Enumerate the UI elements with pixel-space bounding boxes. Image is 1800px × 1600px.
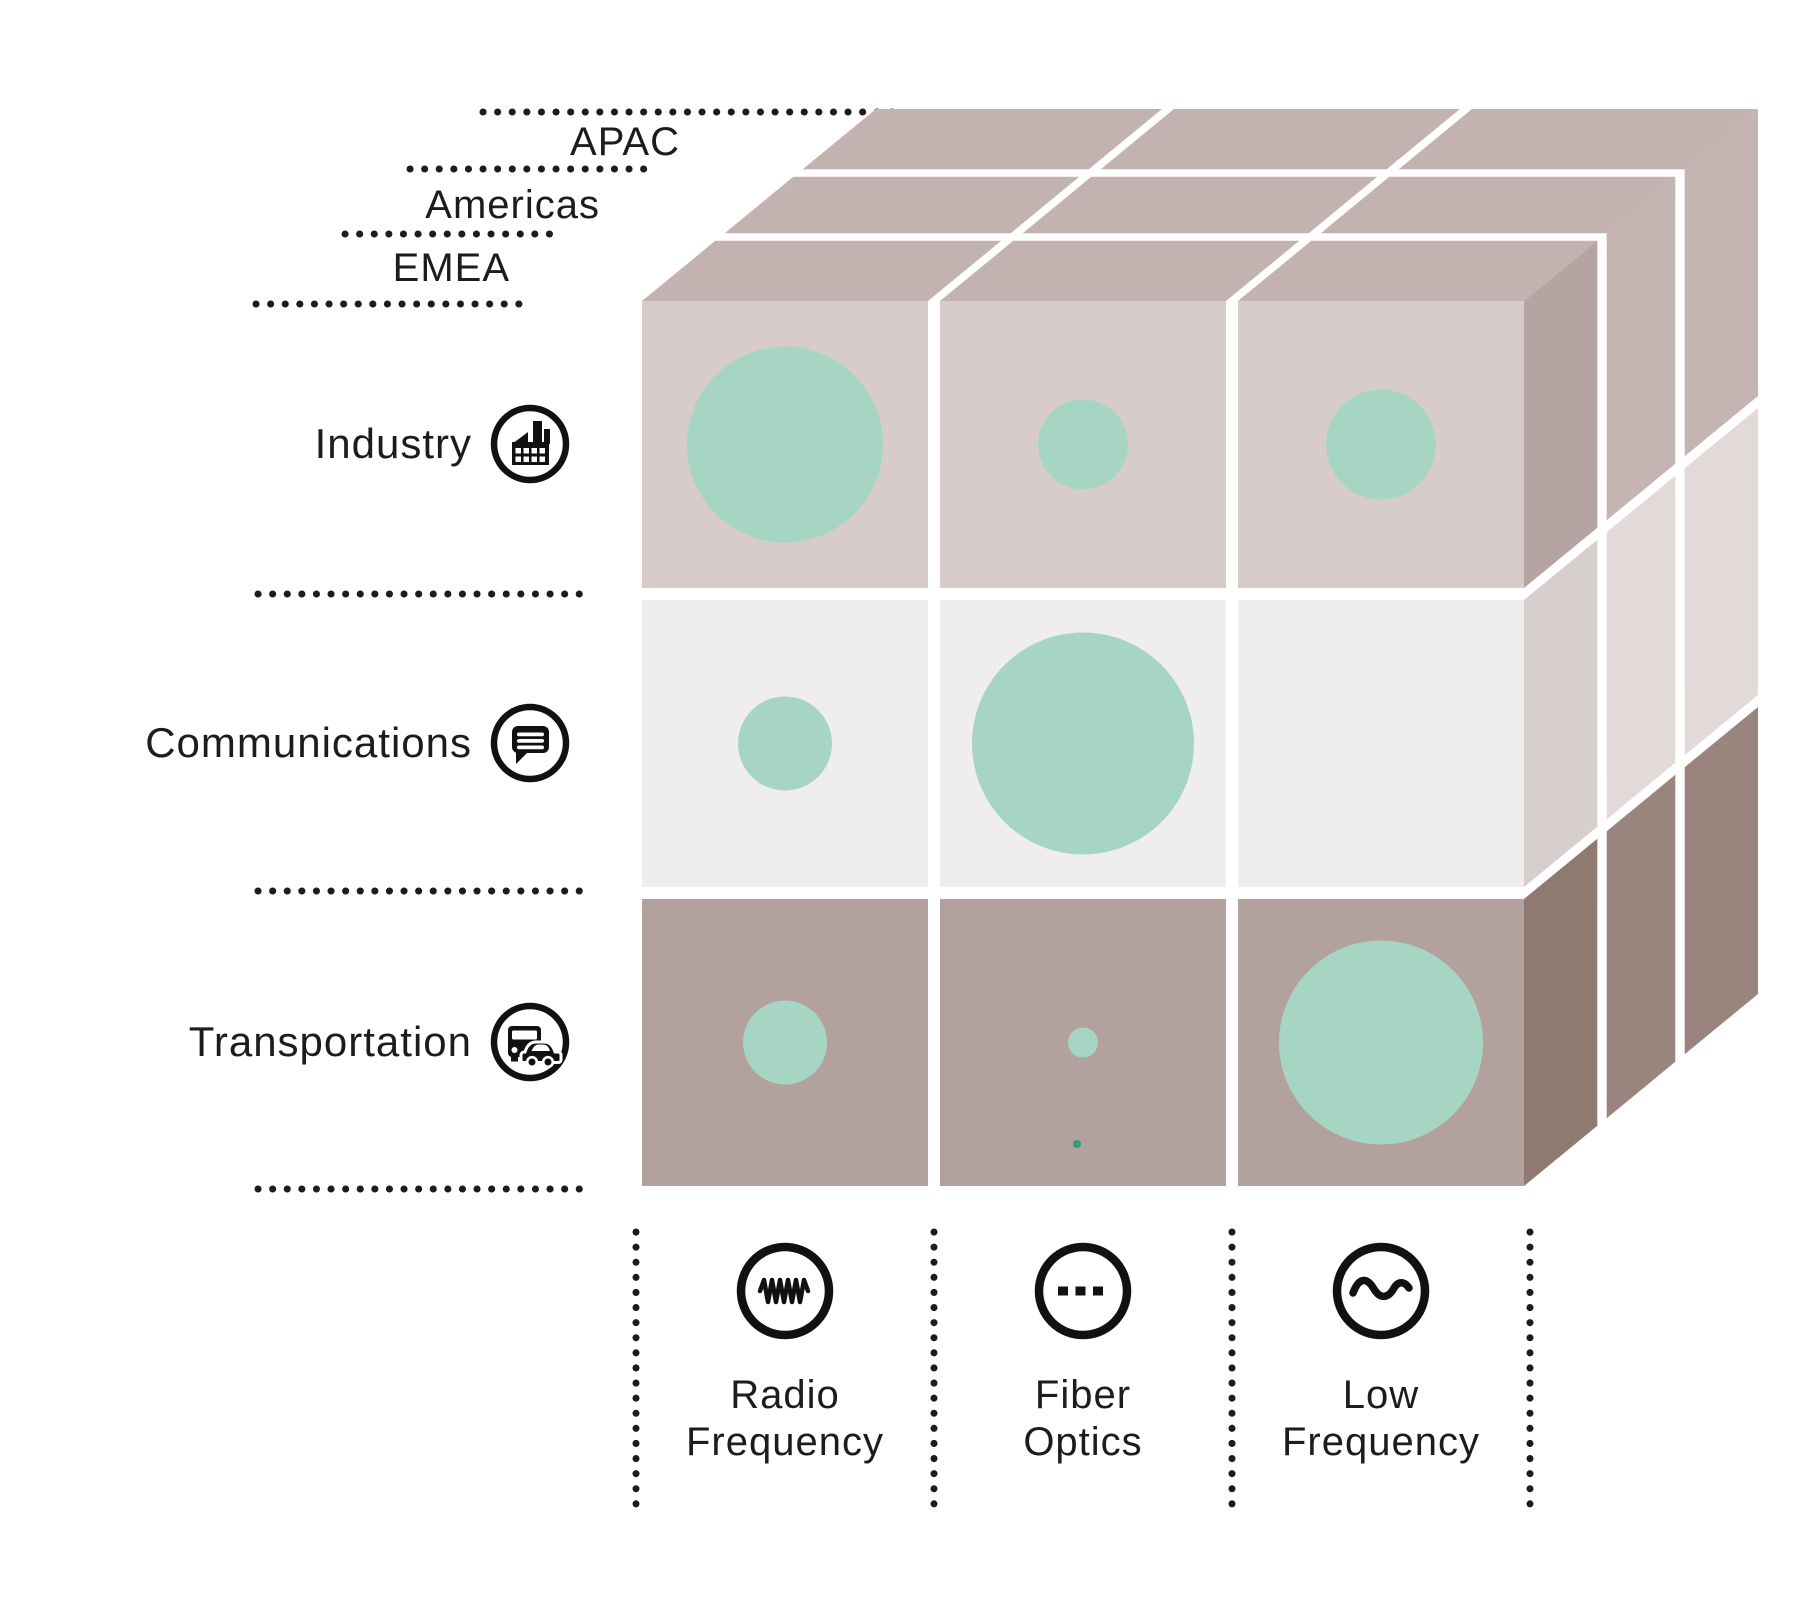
top-tile-americas-radio-frequency: [724, 176, 1080, 234]
cube-layers: [642, 109, 1758, 1186]
top-tile-apac-radio-frequency: [802, 109, 1162, 170]
region-label-emea: EMEA: [392, 246, 510, 290]
bubble-transportation-radio-frequency: [743, 1000, 827, 1085]
side-band-apac-communications: [1684, 408, 1758, 756]
side-band-americas-industry: [1606, 176, 1676, 521]
side-band-apac-industry: [1684, 109, 1758, 457]
chat-bubble-icon: [490, 703, 570, 783]
side-band-apac-transportation: [1684, 707, 1758, 1055]
bus-car-icon: [490, 1002, 570, 1082]
sine-wave-icon: [1332, 1242, 1430, 1340]
bubble-communications-radio-frequency: [738, 696, 832, 791]
top-tile-americas-fiber-optics: [1022, 176, 1378, 234]
side-band-emea-industry: [1524, 240, 1598, 589]
top-tile-emea-low-frequency: [1238, 240, 1598, 301]
column-label-fiber-optics: Fiber Optics: [1023, 1373, 1143, 1464]
region-label-apac: APAC: [570, 120, 680, 164]
bubble-transportation-fiber-optics: [1068, 1027, 1098, 1058]
top-tile-apac-low-frequency: [1398, 109, 1758, 170]
bubble-industry-fiber-optics: [1038, 399, 1128, 490]
row-label-transportation: Transportation: [188, 1018, 472, 1065]
bubble-communications-fiber-optics: [972, 632, 1194, 855]
side-band-americas-communications: [1606, 475, 1676, 820]
bubble-industry-radio-frequency: [687, 346, 883, 543]
side-band-emea-transportation: [1524, 838, 1598, 1186]
row-label-industry: Industry: [314, 420, 472, 467]
radio-frequency-wave-icon: [736, 1242, 834, 1340]
top-tile-americas-low-frequency: [1320, 176, 1676, 234]
micro-dot-transportation-fiber-optics: [1073, 1140, 1081, 1148]
top-tile-apac-fiber-optics: [1100, 109, 1460, 170]
side-band-emea-communications: [1524, 539, 1598, 887]
column-label-radio-frequency: Radio Frequency: [686, 1373, 884, 1464]
side-band-americas-transportation: [1606, 774, 1676, 1119]
region-label-americas: Americas: [425, 183, 600, 227]
bubble-industry-low-frequency: [1326, 389, 1436, 500]
row-label-communications: Communications: [145, 719, 472, 766]
column-label-low-frequency: Low Frequency: [1282, 1373, 1480, 1464]
bubble-transportation-low-frequency: [1279, 940, 1483, 1145]
top-tile-emea-fiber-optics: [940, 240, 1300, 301]
factory-icon: [490, 404, 570, 484]
dashed-line-icon: [1034, 1242, 1132, 1340]
front-cell-communications-low-frequency: [1238, 600, 1524, 887]
top-tile-emea-radio-frequency: [642, 240, 1002, 301]
